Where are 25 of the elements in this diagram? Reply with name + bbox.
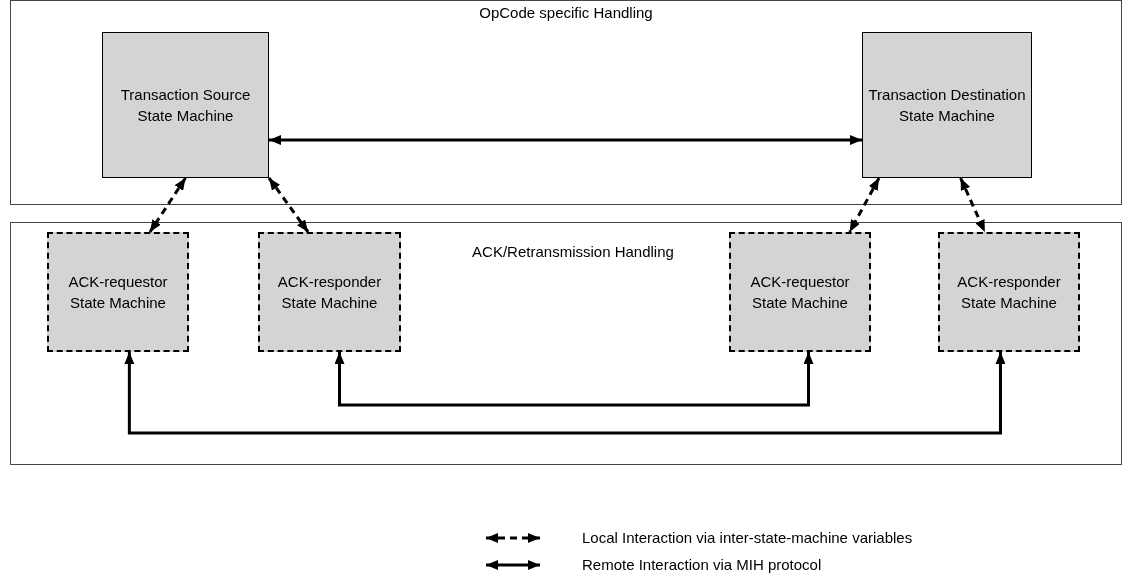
arrow xyxy=(334,352,814,407)
state-machine-box xyxy=(862,32,1032,178)
dashed-state-machine-box xyxy=(938,232,1080,352)
dashed-arrow xyxy=(848,177,881,233)
box-label: ACK-requestor State Machine xyxy=(67,272,169,313)
box-label: ACK-requestor State Machine xyxy=(749,272,851,313)
legend-text: Remote Interaction via MIH protocol xyxy=(582,556,822,573)
box-label: Transaction Source State Machine xyxy=(119,85,252,126)
arrow xyxy=(269,135,862,146)
group-title: ACK/Retransmission Handling xyxy=(472,243,674,260)
group-title: OpCode specific Handling xyxy=(479,4,653,21)
dashed-state-machine-box xyxy=(258,232,401,352)
state-machine-box xyxy=(102,32,269,178)
box-label: ACK-responder State Machine xyxy=(956,272,1062,313)
dashed-state-machine-box xyxy=(47,232,189,352)
box-label: ACK-responder State Machine xyxy=(276,272,383,313)
dashed-arrow xyxy=(148,177,187,233)
dashed-arrow xyxy=(959,177,987,233)
group-frame xyxy=(10,0,1122,205)
legend-text: Local Interaction via inter-state-machine variables xyxy=(582,529,913,546)
dashed-arrow xyxy=(267,177,310,233)
box-label: Transaction Destination State Machine xyxy=(867,85,1027,126)
group-frame xyxy=(10,222,1122,465)
dashed-state-machine-box xyxy=(729,232,871,352)
arrow xyxy=(124,352,1006,435)
